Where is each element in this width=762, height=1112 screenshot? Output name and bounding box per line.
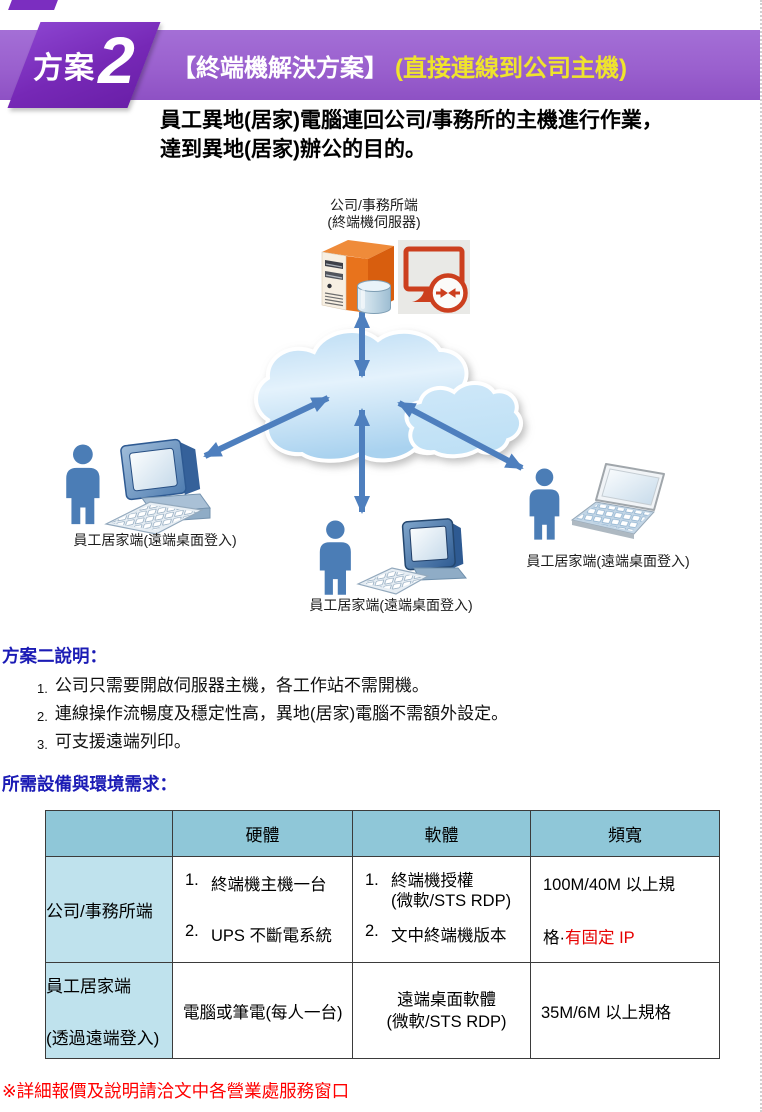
laptop-icon: [570, 463, 665, 539]
requirements-table: 硬體 軟體 頻寬 公司/事務所端 1. 終端機主機一台 2. UPS 不斷電系統: [45, 810, 720, 1059]
intro-line-2: 達到異地(居家)辦公的目的。: [160, 138, 426, 161]
row-header-home-line-1: 員工居家端: [46, 977, 131, 996]
list-item-text: 連線操作流暢度及穩定性高，異地(居家)電腦不需額外設定。: [54, 704, 509, 723]
page-title: 【終端機解決方案】 (直接連線到公司主機): [172, 30, 627, 100]
col-header-bandwidth: 頻寬: [530, 810, 720, 857]
list-item-number: 1.: [37, 681, 48, 696]
cell-item-text: 終端機主機一台: [211, 876, 327, 894]
requirements-heading: 所需設備與環境需求：: [2, 774, 177, 794]
row-header-office: 公司/事務所端: [45, 856, 173, 963]
server-label-line-2: (終端機伺服器): [327, 214, 421, 230]
list-item-number: 3.: [37, 737, 48, 752]
arrow-cloud-left-client: [203, 395, 330, 459]
plan-badge: 方案 2: [7, 22, 161, 108]
connection-arrows: [203, 310, 524, 514]
network-diagram: [66, 240, 665, 595]
table-row: 公司/事務所端 1. 終端機主機一台 2. UPS 不斷電系統 1.: [45, 856, 720, 963]
description-list: 1. 公司只需要開啟伺服器主機，各工作站不需開機。 2. 連線操作流暢度及穩定性…: [37, 677, 508, 761]
arrow-cloud-right-client: [397, 400, 524, 471]
header-accent-bar: [8, 0, 58, 10]
list-item-text: 可支援遠端列印。: [54, 732, 191, 751]
list-item: 1. 公司只需要開啟伺服器主機，各工作站不需開機。: [37, 677, 508, 698]
cell-text-line-1: 遠端桌面軟體: [397, 990, 496, 1009]
cell-home-software: 遠端桌面軟體 (微軟/STS RDP): [352, 962, 531, 1059]
cell-item-text: 終端機授權 (微軟/STS RDP): [391, 871, 511, 911]
cell-list-item: 1. 終端機主機一台: [185, 871, 348, 895]
list-item: 2. 連線操作流暢度及穩定性高，異地(居家)電腦不需額外設定。: [37, 705, 508, 726]
plan-badge-number: 2: [98, 23, 135, 97]
bandwidth-fixed-ip-highlight: 有固定 IP: [565, 929, 635, 947]
person-icon: [319, 520, 351, 595]
table-header-row: 硬體 軟體 頻寬: [45, 810, 720, 857]
plan-badge-inner: 方案 2: [24, 22, 144, 108]
cell-text-line-2: (微軟/STS RDP): [386, 1012, 507, 1031]
cell-item-number: 1.: [365, 871, 379, 889]
server-label-line-1: 公司/事務所端: [330, 197, 418, 213]
server-label: 公司/事務所端 (終端機伺服器): [292, 197, 456, 231]
cell-list-item: 1. 終端機授權 (微軟/STS RDP): [365, 871, 526, 911]
cell-office-bandwidth: 100M/40M 以上規 格·有固定 IP: [530, 856, 720, 963]
keyboard-icon: [356, 567, 430, 595]
person-icon: [66, 444, 100, 525]
cell-item-number: 2.: [365, 922, 379, 940]
cloud-icon: [254, 328, 524, 463]
description-heading: 方案二說明：: [2, 646, 107, 666]
cell-item-number: 2.: [185, 922, 199, 940]
row-header-home: 員工居家端 (透過遠端登入): [45, 962, 173, 1059]
cell-item-text: UPS 不斷電系統: [211, 927, 333, 945]
intro-text: 員工異地(居家)電腦連回公司/事務所的主機進行作業， 達到異地(居家)辦公的目的…: [160, 106, 663, 164]
row-header-home-line-2: (透過遠端登入): [46, 1029, 160, 1048]
cell-home-bandwidth: 35M/6M 以上規格: [530, 962, 720, 1059]
list-item-text: 公司只需要開啟伺服器主機，各工作站不需開機。: [54, 676, 429, 695]
col-header-software: 軟體: [352, 810, 531, 857]
table-row: 員工居家端 (透過遠端登入) 電腦或筆電(每人一台) 遠端桌面軟體 (微軟/ST…: [45, 962, 720, 1059]
cell-list-item: 2. 文中終端機版本: [365, 922, 526, 946]
plan-badge-label: 方案: [33, 52, 96, 85]
server-tower-icon: [321, 240, 394, 315]
crt-monitor-icon: [356, 518, 468, 595]
page-title-sub: (直接連線到公司主機): [395, 54, 627, 82]
bandwidth-line-1: 100M/40M 以上規: [543, 876, 676, 894]
remote-desktop-icon: [398, 240, 470, 314]
person-icon: [529, 468, 560, 540]
bandwidth-line-2: 格·有固定 IP: [543, 924, 715, 948]
page-title-main: 【終端機解決方案】: [172, 54, 388, 82]
database-cylinder-icon: [357, 280, 391, 315]
keyboard-icon: [104, 501, 204, 535]
footer-note: ※詳細報價及說明請洽文中各營業處服務窗口: [2, 1081, 350, 1101]
client-left-label: 員工居家端(遠端桌面登入): [73, 532, 237, 548]
cell-item-number: 1.: [185, 871, 199, 889]
cell-item-text: 文中終端機版本: [391, 927, 507, 945]
cell-home-hardware: 電腦或筆電(每人一台): [172, 962, 353, 1059]
cell-item-text-sub: (微軟/STS RDP): [391, 892, 512, 910]
cell-text: 35M/6M 以上規格: [541, 1003, 672, 1022]
cell-item-text-main: 終端機授權: [391, 872, 474, 890]
col-header-empty: [45, 810, 173, 857]
col-header-hardware: 硬體: [172, 810, 353, 857]
cell-list-item: 2. UPS 不斷電系統: [185, 922, 348, 946]
desktop-computer-icon: [104, 438, 211, 535]
cell-office-hardware: 1. 終端機主機一台 2. UPS 不斷電系統: [172, 856, 353, 963]
bandwidth-line-2-prefix: 格·: [543, 929, 565, 947]
list-item: 3. 可支援遠端列印。: [37, 733, 508, 754]
intro-line-1: 員工異地(居家)電腦連回公司/事務所的主機進行作業，: [160, 109, 663, 132]
client-right-label: 員工居家端(遠端桌面登入): [526, 553, 690, 569]
cell-text: 電腦或筆電(每人一台): [183, 1003, 343, 1022]
list-item-number: 2.: [37, 709, 48, 724]
client-center-label: 員工居家端(遠端桌面登入): [309, 597, 473, 613]
cell-office-software: 1. 終端機授權 (微軟/STS RDP) 2. 文中終端機版本: [352, 856, 531, 963]
